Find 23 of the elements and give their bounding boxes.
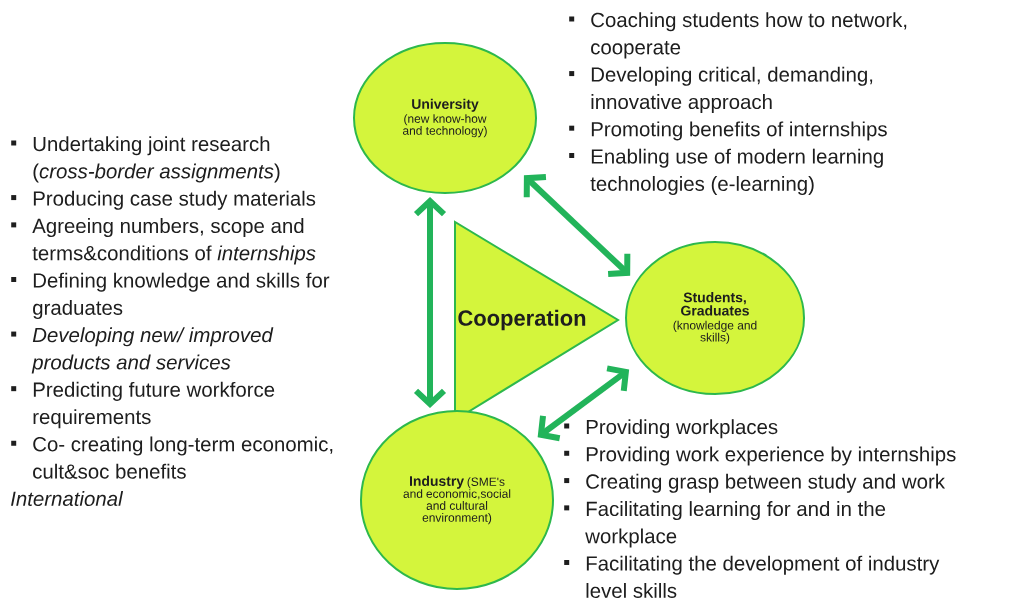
bullet-item: Coaching students how to network, cooperate bbox=[569, 12, 907, 59]
double-arrow bbox=[523, 173, 631, 278]
bullet-item: Creating grasp between study and work bbox=[564, 473, 946, 493]
bullet-item: Providing work experience by internships bbox=[564, 446, 956, 466]
bullet-item: Facilitating the development of industry level skills bbox=[564, 555, 940, 598]
bullet-item: Facilitating learning for and in the workplace bbox=[564, 501, 886, 548]
double-arrow bbox=[537, 365, 630, 442]
bullet-item: Co- creating long-term economic, cult&soc benefits bbox=[11, 436, 333, 479]
note-text: International bbox=[11, 491, 124, 507]
ellipse-node: Industry (SME's and economic,social and cultural environment) bbox=[360, 410, 554, 590]
ellipse-node: University (new know-how and technology) bbox=[353, 42, 537, 194]
bullet-item: Providing workplaces bbox=[564, 419, 778, 439]
bullet-item: Undertaking joint research (cross-border assignments) bbox=[11, 136, 280, 183]
bullet-item: Developing new/ improved products and services bbox=[11, 327, 274, 374]
bullet-item: Producing case study materials bbox=[11, 190, 316, 210]
double-arrow bbox=[413, 197, 447, 408]
ellipse-node: Students, Graduates (knowledge and skills) bbox=[625, 241, 805, 395]
bullet-item: Enabling use of modern learning technologies (e-learning) bbox=[569, 148, 883, 195]
bullet-item: Predicting future workforce requirements bbox=[11, 381, 275, 429]
bullet-item: Defining knowledge and skills for graduates bbox=[11, 272, 330, 319]
bullet-item: Agreeing numbers, scope and terms&conditions of internships bbox=[11, 218, 316, 265]
bullet-item: Developing critical, demanding, innovative approach bbox=[569, 66, 873, 114]
bullet-item: Promoting benefits of internships bbox=[569, 121, 887, 141]
